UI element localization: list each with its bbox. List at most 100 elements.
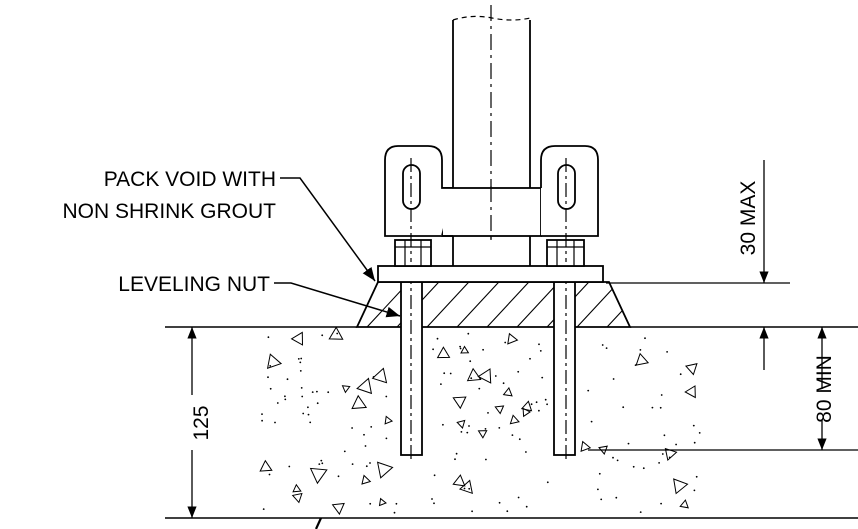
aggregate-dot bbox=[666, 351, 668, 353]
aggregate-mark bbox=[502, 386, 513, 397]
aggregate-mark bbox=[509, 414, 520, 425]
aggregate-mark bbox=[452, 474, 466, 487]
aggregate-dot bbox=[612, 456, 614, 459]
aggregate-mark bbox=[673, 478, 689, 495]
aggregate-mark bbox=[384, 415, 394, 425]
aggregate-dot bbox=[433, 502, 435, 505]
aggregate-dot bbox=[460, 431, 463, 433]
aggregate-dot bbox=[459, 347, 462, 350]
aggregate-mark bbox=[266, 353, 283, 369]
aggregate-dot bbox=[318, 463, 321, 465]
aggregate-dot bbox=[587, 389, 590, 392]
aggregate-mark bbox=[452, 396, 467, 410]
aggregate-dot bbox=[455, 452, 458, 455]
aggregate-dot bbox=[459, 345, 461, 348]
label-pack-void-line1: PACK VOID WITH bbox=[104, 168, 276, 191]
aggregate-dot bbox=[432, 348, 434, 351]
aggregate-dot bbox=[597, 488, 599, 491]
aggregate-dot bbox=[284, 395, 286, 398]
aggregate-dot bbox=[517, 370, 520, 373]
aggregate-dot bbox=[663, 434, 666, 437]
aggregate-dot bbox=[541, 376, 544, 379]
aggregate-dot bbox=[320, 459, 323, 462]
aggregate-mark bbox=[466, 367, 482, 382]
leader-pack-void bbox=[280, 177, 376, 282]
aggregate-dot bbox=[301, 395, 304, 398]
aggregate-dot bbox=[469, 360, 472, 363]
anchor-bolt-right bbox=[553, 270, 576, 460]
aggregate-dot bbox=[316, 402, 319, 405]
aggregate-dot bbox=[529, 357, 531, 360]
aggregate-dot bbox=[370, 426, 373, 428]
aggregate-dot bbox=[698, 432, 701, 434]
aggregate-mark bbox=[684, 363, 698, 376]
aggregate-dot bbox=[692, 424, 695, 427]
aggregate-dot bbox=[363, 433, 365, 436]
aggregate-dot bbox=[668, 456, 671, 459]
aggregate-dot bbox=[274, 421, 276, 424]
aggregate-mark bbox=[378, 497, 387, 507]
aggregate-dot bbox=[660, 394, 663, 396]
aggregate-mark bbox=[679, 499, 689, 509]
aggregate-mark bbox=[522, 407, 532, 418]
aggregate-dot bbox=[634, 364, 637, 366]
aggregate-dot bbox=[440, 383, 442, 385]
aggregate-mark bbox=[635, 352, 650, 366]
aggregate-dot bbox=[479, 377, 482, 379]
aggregate-mark bbox=[436, 346, 451, 359]
aggregate-dot bbox=[449, 372, 452, 375]
aggregate-dot bbox=[598, 472, 601, 475]
aggregate-dot bbox=[535, 401, 538, 404]
dimension-80-min: 80 MIN bbox=[588, 327, 858, 451]
aggregate-dot bbox=[468, 425, 470, 427]
aggregate-mark bbox=[328, 326, 344, 340]
aggregate-dot bbox=[660, 502, 662, 505]
aggregate-dot bbox=[615, 496, 618, 499]
aggregate-dot bbox=[302, 412, 305, 415]
aggregate-dot bbox=[546, 481, 549, 484]
aggregate-dot bbox=[309, 421, 312, 424]
aggregate-dot bbox=[443, 372, 446, 375]
aggregate-dot bbox=[518, 438, 521, 441]
aggregate-dot bbox=[468, 487, 471, 490]
dimension-30-max-label: 30 MAX bbox=[737, 181, 760, 256]
aggregate-mark bbox=[371, 367, 388, 384]
aggregate-dot bbox=[433, 474, 436, 477]
aggregate-dot bbox=[307, 413, 310, 416]
aggregate-mark bbox=[580, 440, 592, 452]
label-pack-void-line2: NON SHRINK GROUT bbox=[62, 200, 276, 223]
aggregate-dot bbox=[693, 489, 696, 492]
aggregate-dot bbox=[297, 358, 300, 360]
aggregate-dot bbox=[695, 475, 698, 478]
aggregate-dot bbox=[658, 462, 660, 464]
dimension-125-label: 125 bbox=[190, 405, 213, 440]
aggregate-dot bbox=[517, 496, 520, 499]
aggregate-dot bbox=[484, 428, 487, 430]
aggregate-dot bbox=[675, 443, 677, 446]
aggregate-dot bbox=[498, 501, 501, 504]
aggregate-dot bbox=[471, 510, 473, 513]
aggregate-dot bbox=[300, 387, 303, 389]
aggregate-mark bbox=[460, 345, 470, 354]
leader-leveling-nut bbox=[274, 282, 401, 318]
aggregate-dot bbox=[632, 465, 635, 468]
aggregate-dot bbox=[262, 508, 265, 510]
aggregate-mark bbox=[507, 332, 519, 345]
aggregate-mark bbox=[356, 377, 373, 395]
aggregate-dot bbox=[485, 458, 487, 461]
aggregate-dot bbox=[639, 349, 642, 351]
aggregate-dot bbox=[644, 337, 646, 340]
dimension-30-max: 30 MAX bbox=[606, 160, 790, 370]
aggregate-mark bbox=[494, 405, 505, 415]
aggregate-dot bbox=[661, 453, 664, 455]
aggregate-dot bbox=[299, 370, 302, 372]
aggregate-mark bbox=[290, 331, 304, 346]
aggregate-dot bbox=[321, 334, 324, 337]
aggregate-dot bbox=[436, 337, 439, 340]
aggregate-dot bbox=[511, 434, 514, 436]
aggregate-mark bbox=[456, 419, 466, 429]
aggregate-dot bbox=[525, 451, 527, 453]
aggregate-dot bbox=[300, 357, 303, 360]
aggregate-dot bbox=[351, 427, 353, 429]
concrete-aggregate-hatch bbox=[259, 326, 701, 516]
